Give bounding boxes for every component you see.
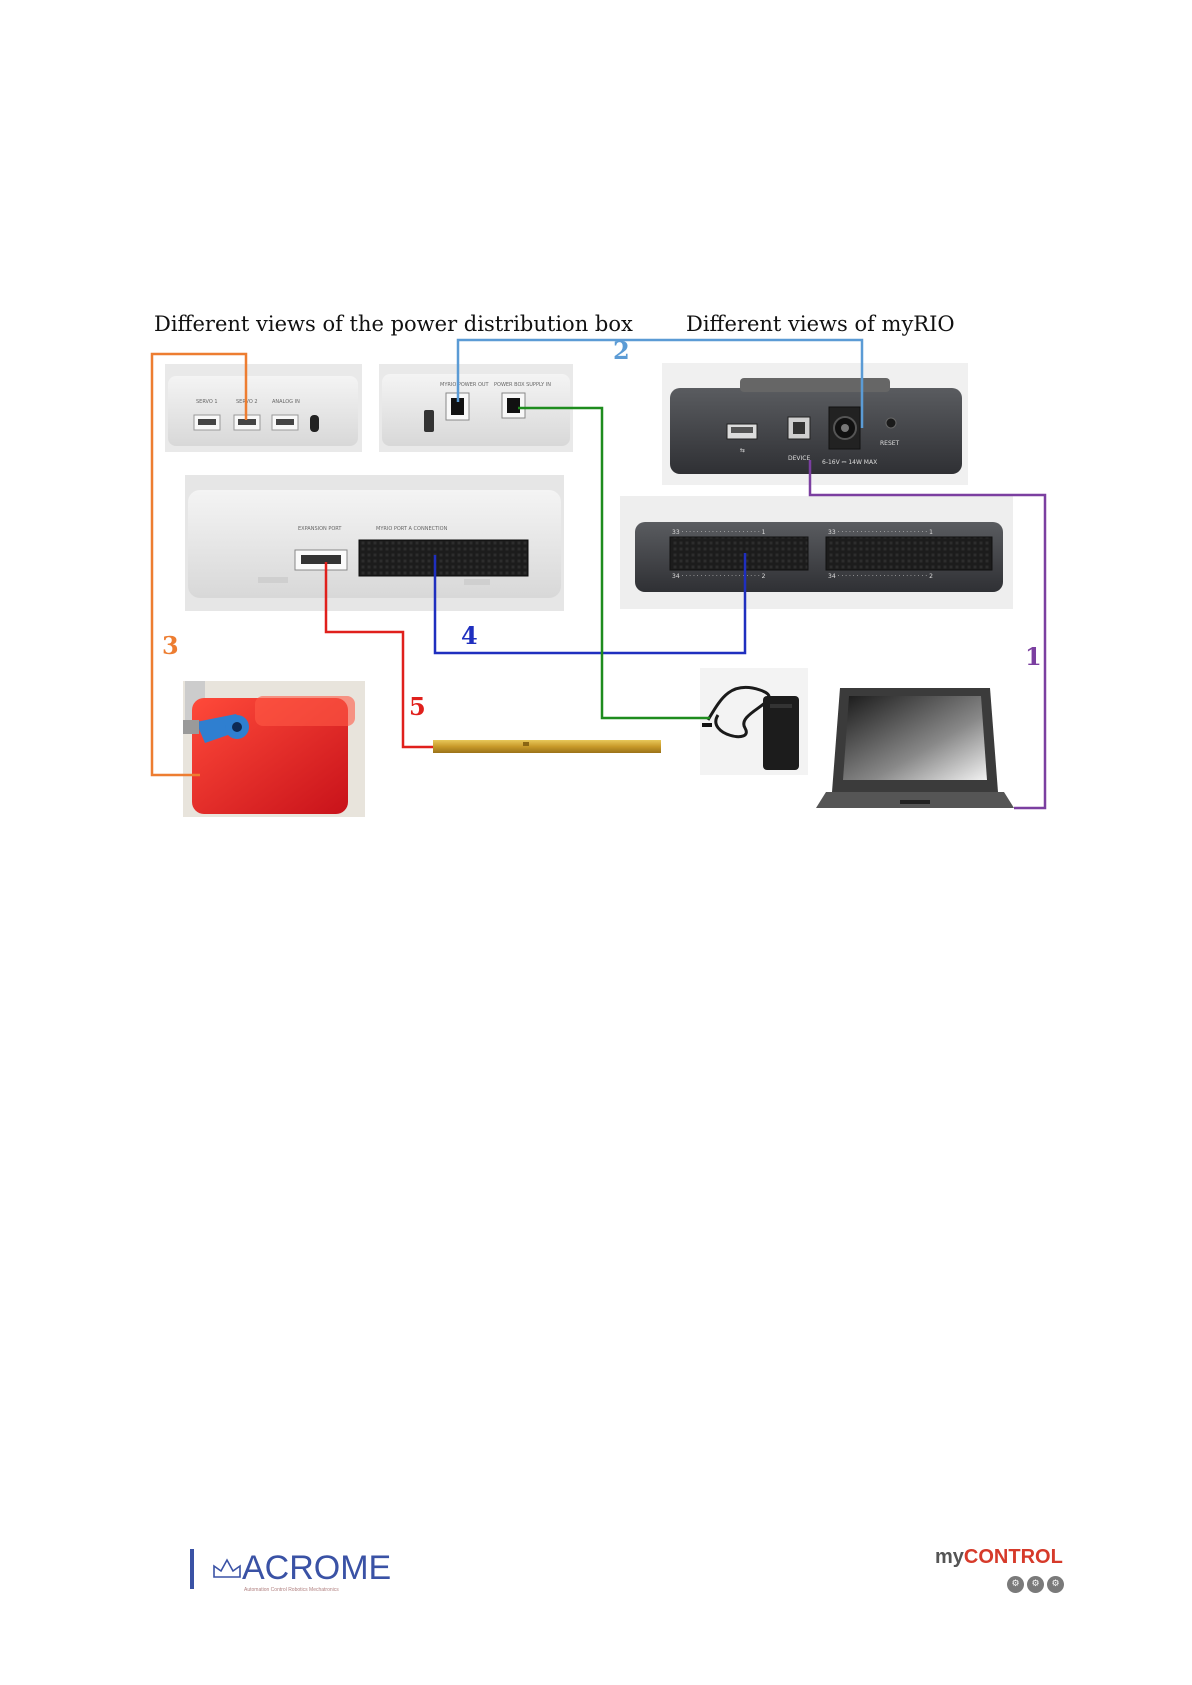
myrio-power-label: 6-16V ⎓ 14W MAX [822, 459, 877, 466]
connection-number-4: 4 [461, 621, 478, 650]
svg-text:MYRIO POWER OUT: MYRIO POWER OUT [440, 382, 490, 388]
myrio-view-1: ⇆ DEVICE 6-16V ⎓ 14W MAX RESET [662, 363, 968, 485]
myrio-caption: Different views of myRIO [686, 312, 955, 336]
svg-text:34 · · · · · · · · · · · · · ·: 34 · · · · · · · · · · · · · · · · · · ·… [672, 573, 766, 580]
acrome-tagline: Automation Control Robotics Mechatronics [244, 1587, 339, 1593]
svg-text:POWER BOX SUPPLY IN: POWER BOX SUPPLY IN [494, 382, 551, 388]
svg-text:ANALOG IN: ANALOG IN [272, 399, 300, 405]
power-box-view-2: MYRIO POWER OUT POWER BOX SUPPLY IN [379, 364, 573, 452]
connection-number-3: 3 [162, 631, 179, 660]
brass-rod [433, 740, 661, 753]
usb-icon: ⇆ [740, 447, 745, 454]
svg-text:34 · · · · · · · · · · · · · ·: 34 · · · · · · · · · · · · · · · · · · ·… [828, 573, 933, 580]
myrio-device-label: DEVICE [788, 455, 810, 462]
crown-icon [213, 1558, 241, 1578]
svg-text:SERVO 1: SERVO 1 [196, 399, 218, 405]
accent-bar [190, 1549, 194, 1589]
connection-line-power-adapter [518, 406, 710, 720]
connection-number-5: 5 [409, 692, 426, 721]
connection-number-1: 1 [1025, 642, 1042, 671]
box-expansion-label: EXPANSION PORT [298, 526, 342, 532]
power-box-view-3: EXPANSION PORT MYRIO PORT A CONNECTION [185, 475, 564, 611]
laptop-photo [816, 688, 1014, 808]
connection-line-4 [433, 553, 747, 655]
mycontrol-control: CONTROL [963, 1546, 1063, 1568]
connection-line-5 [324, 562, 433, 749]
badge-icon-2: ⚙ [1027, 1576, 1044, 1593]
connection-line-1 [808, 460, 1047, 810]
box-myrio-port-label: MYRIO PORT A CONNECTION [376, 526, 448, 532]
myrio-view-2: 33 · · · · · · · · · · · · · · · · · · ·… [620, 496, 1013, 609]
connection-number-2: 2 [613, 336, 630, 365]
power-box-view-1: SERVO 1 SERVO 2 ANALOG IN [165, 364, 362, 452]
acrome-wordmark: ACROME [242, 1549, 392, 1587]
svg-text:33 · · · · · · · · · · · · · ·: 33 · · · · · · · · · · · · · · · · · · ·… [672, 529, 766, 536]
power-box-caption: Different views of the power distributio… [154, 312, 633, 336]
power-adapter-photo [700, 668, 808, 775]
myrio-reset-label: RESET [880, 440, 900, 447]
power-jack-icon [451, 398, 464, 415]
mycontrol-badge-icon: ⚙⚙⚙ [1007, 1573, 1067, 1593]
badge-icon-3: ⚙ [1047, 1576, 1064, 1593]
connection-line-3 [150, 352, 248, 777]
connection-line-2 [456, 338, 864, 428]
servo-motor-photo [183, 681, 365, 817]
mycontrol-logo: myCONTROL ⚙⚙⚙ [935, 1546, 1075, 1596]
mycontrol-my: my [935, 1546, 964, 1568]
svg-text:33 · · · · · · · · · · · · · ·: 33 · · · · · · · · · · · · · · · · · · ·… [828, 529, 933, 536]
badge-icon-1: ⚙ [1007, 1576, 1024, 1593]
acrome-logo: ACROME Automation Control Robotics Mecha… [190, 1547, 410, 1595]
